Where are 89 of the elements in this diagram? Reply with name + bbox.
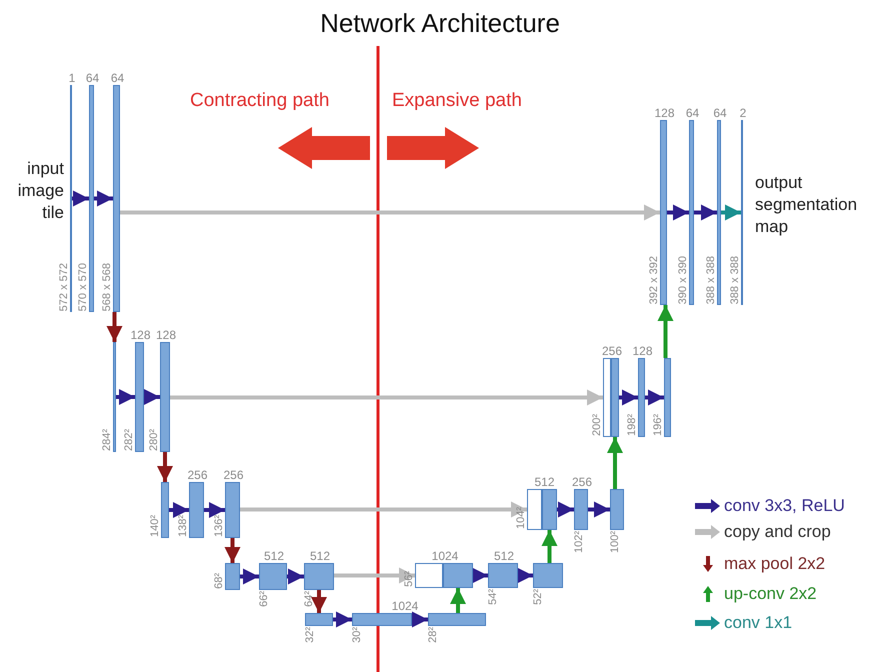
size-label: 284² (101, 428, 113, 451)
arrow (240, 502, 527, 518)
arrow (334, 568, 415, 584)
channel-count-label: 64 (686, 106, 700, 120)
size-label: 52² (532, 589, 544, 605)
size-label: 28² (427, 627, 439, 643)
channel-count-label: 256 (602, 344, 622, 358)
size-label: 30² (351, 627, 363, 643)
channel-count-label: 64 (713, 106, 727, 120)
size-label: 136² (213, 514, 225, 537)
channel-count-label: 256 (223, 468, 244, 482)
arrow (120, 204, 660, 220)
arrow (450, 588, 466, 613)
arrow (412, 612, 428, 628)
channel-count-label: 128 (156, 328, 176, 342)
channel-count-label: 2 (740, 106, 746, 120)
size-label: 140² (149, 514, 161, 537)
diagram-title: Network Architecture (319, 8, 561, 39)
size-label: 392 x 392 (648, 256, 660, 304)
size-label: 388 x 388 (729, 256, 741, 304)
size-label: 138² (177, 514, 189, 537)
size-label: 388 x 388 (705, 256, 717, 304)
channel-count-label: 512 (494, 549, 514, 563)
size-label: 196² (652, 414, 664, 436)
legend-label: copy and crop (724, 522, 831, 542)
arrow (517, 568, 533, 584)
arrow (157, 452, 173, 482)
arrow (472, 568, 488, 584)
channel-count-label: 512 (310, 549, 330, 563)
size-label: 572 x 572 (58, 262, 70, 311)
path-label: Expansive path (392, 90, 522, 112)
channel-count-label: 64 (110, 71, 124, 85)
legend-label: conv 1x1 (724, 613, 792, 633)
legend-label: up-conv 2x2 (724, 584, 817, 604)
channel-count-label: 512 (264, 549, 284, 563)
size-label: 390 x 390 (677, 256, 689, 304)
size-label: 66² (258, 591, 270, 607)
arrow (224, 538, 240, 563)
arrow (116, 389, 135, 405)
channel-count-label: 128 (654, 106, 675, 120)
channel-count-label: 256 (187, 468, 208, 482)
arrow (94, 190, 113, 206)
arrow (72, 190, 89, 206)
arrow (667, 204, 689, 220)
input-label: input image tile (16, 158, 64, 224)
channel-count-label: 1024 (432, 549, 458, 563)
arrow (287, 568, 304, 584)
arrow (204, 502, 225, 518)
channel-count-label: 256 (572, 475, 592, 489)
size-label: 32² (304, 627, 316, 643)
arrow (557, 502, 574, 518)
channel-count-label: 1 (68, 71, 76, 85)
channel-count-label: 128 (632, 344, 653, 358)
arrow (333, 612, 352, 628)
arrow (170, 390, 603, 406)
path-label: Contracting path (190, 90, 330, 112)
arrow (694, 204, 717, 220)
size-label: 100² (609, 531, 621, 554)
arrow (169, 502, 189, 518)
size-label: 56² (403, 571, 415, 587)
channel-count-label: 512 (534, 475, 555, 489)
output-label: output segmentation map (755, 172, 858, 238)
arrow (588, 502, 610, 518)
size-label: 104² (515, 506, 527, 529)
channel-count-label: 128 (130, 328, 151, 342)
size-label: 68² (213, 573, 225, 589)
channel-count-label: 1024 (392, 599, 418, 613)
legend-label: max pool 2x2 (724, 554, 826, 574)
size-label: 570 x 570 (77, 262, 89, 311)
size-label: 102² (573, 531, 585, 554)
size-label: 280² (148, 428, 160, 451)
arrow (619, 390, 638, 406)
arrow (721, 204, 741, 220)
size-label: 282² (123, 428, 135, 451)
size-label: 200² (591, 414, 603, 436)
arrow (542, 530, 558, 563)
size-label: 568 x 568 (101, 262, 113, 311)
legend-label: conv 3x3, ReLU (724, 496, 845, 516)
arrow (311, 590, 327, 613)
arrow (658, 305, 674, 358)
channel-count-label: 64 (86, 71, 100, 85)
arrow (106, 312, 122, 342)
arrow (240, 568, 259, 584)
size-label: 198² (626, 414, 638, 436)
size-label: 64² (303, 591, 315, 607)
arrow (607, 437, 623, 489)
arrow (144, 389, 160, 405)
size-label: 54² (487, 589, 499, 605)
arrow (645, 390, 664, 406)
